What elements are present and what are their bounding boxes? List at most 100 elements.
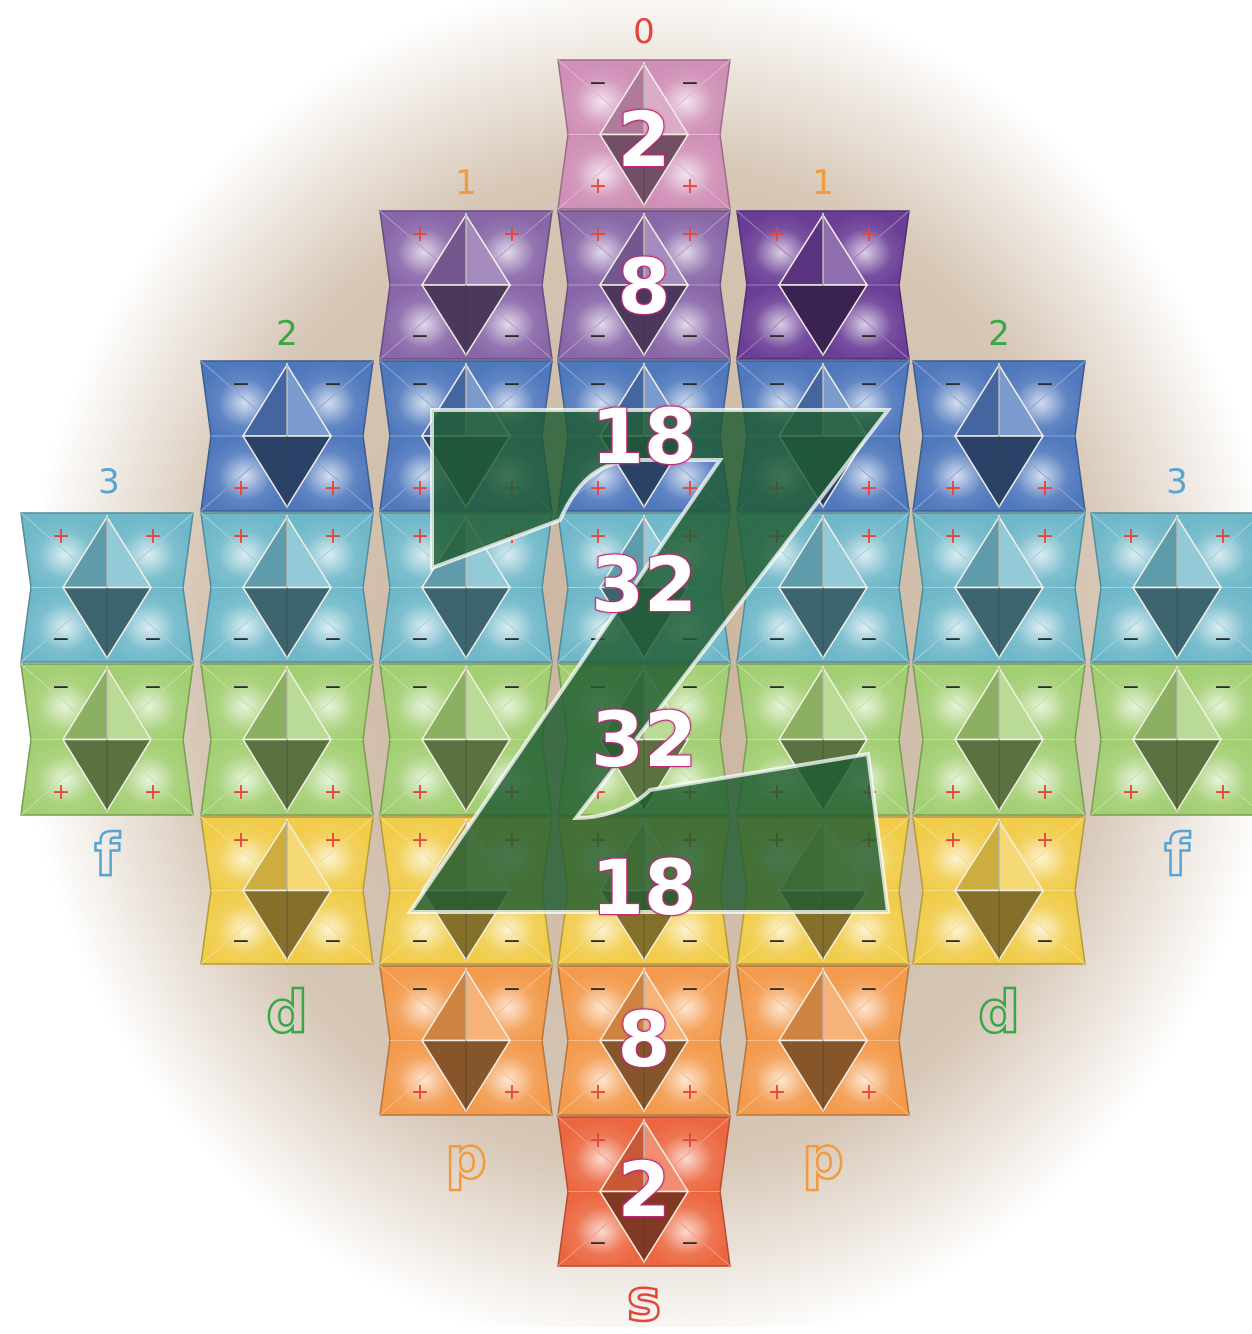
octahedron-cell: ++−− [201, 513, 373, 662]
charge-sign: − [768, 929, 786, 954]
charge-sign: − [144, 675, 162, 700]
charge-sign: − [944, 675, 962, 700]
charge-sign: + [1036, 476, 1054, 501]
charge-sign: + [411, 828, 429, 853]
charge-sign: − [768, 977, 786, 1002]
charge-sign: − [411, 675, 429, 700]
octahedron-cell: ++−− [380, 211, 552, 359]
charge-sign: − [1036, 675, 1054, 700]
charge-sign: + [411, 476, 429, 501]
charge-sign: − [503, 929, 521, 954]
charge-sign: − [411, 627, 429, 652]
charge-sign: + [768, 1080, 786, 1105]
octahedron-cell: −−++ [1091, 664, 1252, 815]
magic-number-2-bottom: 2 [618, 1152, 671, 1228]
magic-number-8-bottom: 8 [618, 1002, 671, 1078]
charge-sign: + [589, 1080, 607, 1105]
charge-sign: − [503, 372, 521, 397]
charge-sign: + [681, 222, 699, 247]
charge-sign: − [589, 1231, 607, 1256]
level-number-1-right: 1 [812, 166, 834, 200]
octahedron-cell: − − + + [201, 361, 373, 511]
charge-sign: + [860, 1080, 878, 1105]
charge-sign: + [944, 828, 962, 853]
charge-sign: − [411, 372, 429, 397]
octahedron-cell: −−++ [913, 664, 1085, 815]
octahedron-cell: ++−− [737, 211, 909, 359]
charge-sign: − [144, 627, 162, 652]
charge-sign: − [860, 627, 878, 652]
charge-sign: − [768, 324, 786, 349]
charge-sign: − [860, 929, 878, 954]
octahedron-cell: −−++ [380, 966, 552, 1115]
charge-sign: + [1214, 780, 1232, 805]
charge-sign: + [589, 1128, 607, 1153]
charge-sign: − [589, 977, 607, 1002]
charge-sign: − [52, 627, 70, 652]
level-number-1-left: 1 [455, 166, 477, 200]
charge-sign: − [944, 627, 962, 652]
charge-sign: − [1122, 627, 1140, 652]
charge-sign: + [324, 476, 342, 501]
charge-sign: − [860, 372, 878, 397]
level-number-3-left: 3 [98, 465, 120, 499]
charge-sign: + [232, 476, 250, 501]
charge-sign: − [324, 929, 342, 954]
charge-sign: + [1214, 524, 1232, 549]
octahedron-cell: + + − − [201, 817, 373, 964]
charge-sign: − [503, 675, 521, 700]
octahedron-cell: −−++ [913, 361, 1085, 511]
charge-sign: − [232, 929, 250, 954]
charge-sign: − [589, 929, 607, 954]
charge-sign: − [681, 324, 699, 349]
octahedron-cell: ++−− [913, 513, 1085, 662]
octahedron-cell: −−++ [21, 664, 193, 815]
charge-sign: − [1036, 627, 1054, 652]
subshell-label-f-left: f [94, 826, 119, 884]
charge-sign: − [681, 1231, 699, 1256]
charge-sign: + [232, 780, 250, 805]
subshell-label-f-right: f [1164, 826, 1189, 884]
charge-sign: + [411, 222, 429, 247]
charge-sign: + [944, 476, 962, 501]
charge-sign: + [324, 780, 342, 805]
magic-number-18-top: 18 [591, 399, 697, 475]
charge-sign: + [944, 524, 962, 549]
charge-sign: − [944, 372, 962, 397]
octahedron-cell: −−++ [737, 966, 909, 1115]
charge-sign: − [411, 977, 429, 1002]
charge-sign: + [324, 828, 342, 853]
charge-sign: − [232, 627, 250, 652]
charge-sign: − [52, 675, 70, 700]
subshell-label-s: s [627, 1271, 662, 1329]
magic-number-32-lower: 32 [591, 702, 697, 778]
charge-sign: + [1036, 828, 1054, 853]
level-number-2-left: 2 [276, 317, 298, 351]
charge-sign: + [860, 222, 878, 247]
level-number-3-right: 3 [1166, 465, 1188, 499]
subshell-label-p-left: p [445, 1129, 487, 1187]
charge-sign: − [681, 929, 699, 954]
charge-sign: − [768, 675, 786, 700]
charge-sign: + [232, 828, 250, 853]
charge-sign: − [324, 372, 342, 397]
charge-sign: − [860, 324, 878, 349]
charge-sign: − [1122, 675, 1140, 700]
charge-sign: − [232, 372, 250, 397]
charge-sign: + [324, 524, 342, 549]
charge-sign: + [589, 222, 607, 247]
charge-sign: + [589, 174, 607, 199]
charge-sign: − [1214, 627, 1232, 652]
magic-number-18-bottom: 18 [591, 850, 697, 926]
subshell-label-d-right: d [978, 983, 1020, 1041]
charge-sign: − [1214, 675, 1232, 700]
charge-sign: − [860, 675, 878, 700]
charge-sign: − [589, 71, 607, 96]
charge-sign: + [52, 524, 70, 549]
charge-sign: − [944, 929, 962, 954]
octahedron-cell: ++−− [913, 817, 1085, 964]
charge-sign: + [503, 1080, 521, 1105]
charge-sign: + [411, 524, 429, 549]
level-number-2-right: 2 [988, 317, 1010, 351]
